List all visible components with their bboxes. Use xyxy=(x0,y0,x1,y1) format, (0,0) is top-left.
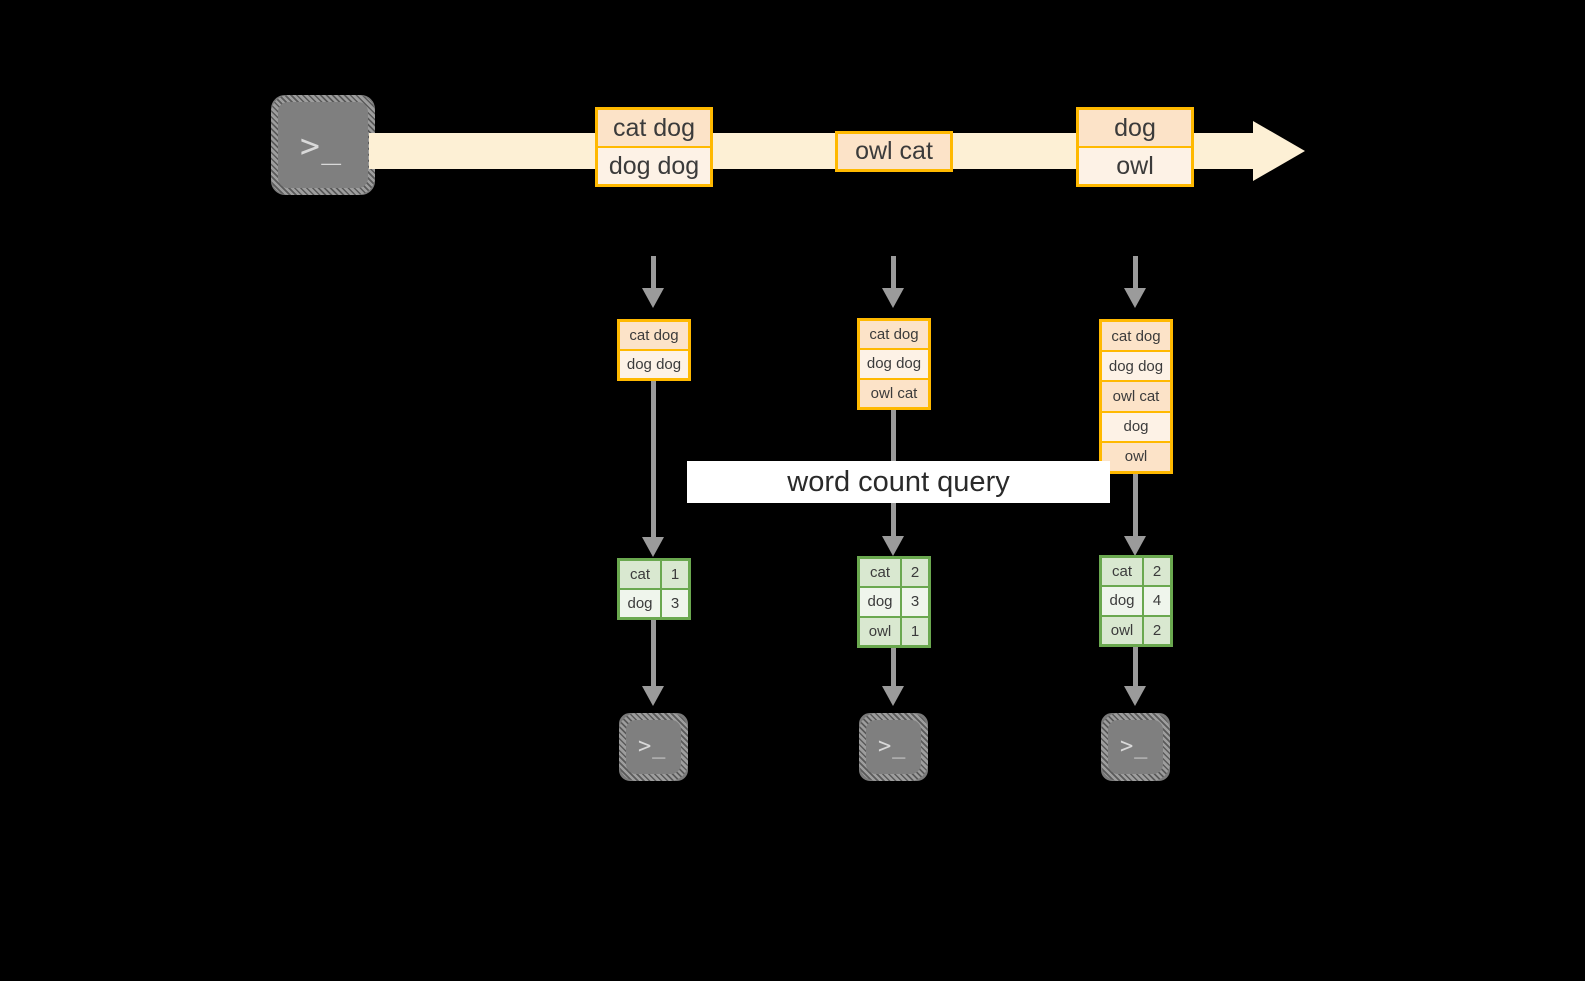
table-row: dog 3 xyxy=(620,590,688,617)
snapshot-input-line: owl cat xyxy=(1102,382,1170,413)
stream-record-3[interactable]: dog owl xyxy=(1076,107,1194,187)
snapshot-2-sink-terminal-icon[interactable]: >_ xyxy=(859,713,928,781)
snapshot-2-result-table[interactable]: cat 2 dog 3 owl 1 xyxy=(857,556,931,648)
event-stream-arrowhead xyxy=(1253,121,1305,181)
result-count: 3 xyxy=(662,590,688,617)
snapshot-3-sink-terminal-icon[interactable]: >_ xyxy=(1101,713,1170,781)
snapshot-3-input-table[interactable]: cat dog dog dog owl cat dog owl xyxy=(1099,319,1173,474)
snapshot-tap-line-2 xyxy=(891,256,896,292)
stream-record-line: dog dog xyxy=(598,148,710,184)
terminal-body xyxy=(278,102,368,188)
stream-record-line: dog xyxy=(1079,110,1191,148)
terminal-prompt-glyph: >_ xyxy=(300,126,343,165)
snapshot-3-query-arrow xyxy=(1124,536,1146,556)
snapshot-3-sink-arrow xyxy=(1124,686,1146,706)
snapshot-1-query-line xyxy=(651,381,656,541)
result-word: dog xyxy=(620,590,662,617)
snapshot-1-sink-terminal-icon[interactable]: >_ xyxy=(619,713,688,781)
snapshot-1-sink-arrow xyxy=(642,686,664,706)
result-count: 2 xyxy=(1144,616,1170,644)
result-count: 1 xyxy=(662,561,688,588)
result-word: cat xyxy=(860,559,902,587)
snapshot-input-line: cat dog xyxy=(620,322,688,351)
terminal-prompt-glyph: >_ xyxy=(878,734,907,759)
snapshot-2-sink-line xyxy=(891,648,896,690)
snapshot-1-input-table[interactable]: cat dog dog dog xyxy=(617,319,691,381)
stream-record-1[interactable]: cat dog dog dog xyxy=(595,107,713,187)
table-row: dog 3 xyxy=(860,588,928,618)
snapshot-input-line: owl cat xyxy=(860,379,928,407)
terminal-body xyxy=(866,720,921,774)
stream-record-line: owl cat xyxy=(838,134,950,169)
terminal-prompt-glyph: >_ xyxy=(1120,734,1149,759)
source-terminal-icon[interactable]: >_ xyxy=(271,95,375,195)
snapshot-input-line: dog dog xyxy=(1102,352,1170,383)
snapshot-1-query-arrow xyxy=(642,537,664,557)
snapshot-3-sink-line xyxy=(1133,647,1138,690)
stream-record-2[interactable]: owl cat xyxy=(835,131,953,172)
query-label: word count query xyxy=(787,465,1010,498)
snapshot-input-line: cat dog xyxy=(1102,322,1170,353)
snapshot-3-query-line xyxy=(1133,474,1138,540)
result-count: 2 xyxy=(902,559,928,587)
snapshot-2-input-table[interactable]: cat dog dog dog owl cat xyxy=(857,318,931,410)
table-row: dog 4 xyxy=(1102,587,1170,617)
result-word: owl xyxy=(860,617,902,645)
terminal-body xyxy=(1108,720,1163,774)
snapshot-1-sink-line xyxy=(651,620,656,690)
snapshot-input-line: dog xyxy=(1102,412,1170,443)
result-word: cat xyxy=(1102,558,1144,586)
snapshot-input-line: cat dog xyxy=(860,321,928,351)
snapshot-input-line: dog dog xyxy=(620,351,688,378)
result-count: 3 xyxy=(902,588,928,616)
result-count: 2 xyxy=(1144,558,1170,586)
table-row: owl 2 xyxy=(1102,616,1170,644)
snapshot-tap-line-3 xyxy=(1133,256,1138,292)
snapshot-tap-arrow-2 xyxy=(882,288,904,308)
snapshot-input-line: owl xyxy=(1102,442,1170,472)
table-row: owl 1 xyxy=(860,617,928,645)
table-row: cat 2 xyxy=(1102,558,1170,588)
snapshot-1-result-table[interactable]: cat 1 dog 3 xyxy=(617,558,691,620)
stream-record-line: owl xyxy=(1079,148,1191,184)
snapshot-tap-line-1 xyxy=(651,256,656,292)
snapshot-tap-arrow-3 xyxy=(1124,288,1146,308)
result-word: dog xyxy=(860,588,902,616)
terminal-body xyxy=(626,720,681,774)
table-row: cat 1 xyxy=(620,561,688,590)
snapshot-2-sink-arrow xyxy=(882,686,904,706)
result-word: dog xyxy=(1102,587,1144,615)
table-row: cat 2 xyxy=(860,559,928,589)
snapshot-tap-arrow-1 xyxy=(642,288,664,308)
result-word: cat xyxy=(620,561,662,588)
result-word: owl xyxy=(1102,616,1144,644)
snapshot-input-line: dog dog xyxy=(860,350,928,380)
result-count: 4 xyxy=(1144,587,1170,615)
stream-record-line: cat dog xyxy=(598,110,710,148)
snapshot-2-query-arrow xyxy=(882,536,904,556)
query-label-band: word count query xyxy=(687,461,1110,503)
snapshot-3-result-table[interactable]: cat 2 dog 4 owl 2 xyxy=(1099,555,1173,647)
terminal-prompt-glyph: >_ xyxy=(638,734,667,759)
result-count: 1 xyxy=(902,617,928,645)
